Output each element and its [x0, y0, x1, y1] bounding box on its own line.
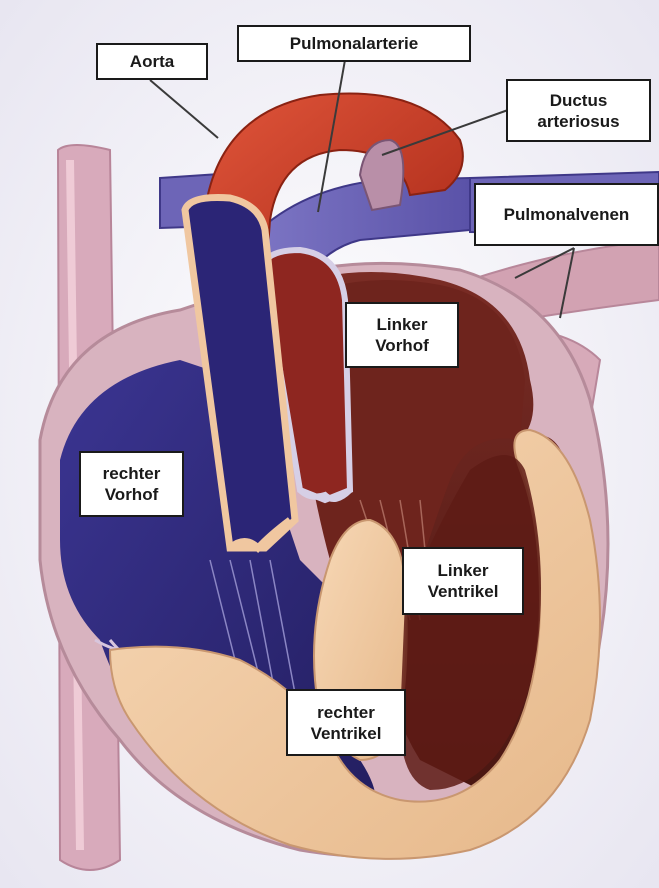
label-rechter-ventrikel-line1: rechter [317, 702, 375, 723]
label-linker-ventrikel-line1: Linker [437, 560, 488, 581]
label-pulmonalvenen-line1: Pulmonalvenen [504, 204, 630, 225]
label-ductus-line2: arteriosus [537, 111, 619, 132]
label-rechter-vorhof-line1: rechter [103, 463, 161, 484]
label-ductus-line1: Ductus [550, 90, 608, 111]
label-linker-vorhof-line2: Vorhof [375, 335, 429, 356]
label-pulmonalarterie: Pulmonalarterie [237, 25, 471, 62]
label-ductus-arteriosus: Ductus arteriosus [506, 79, 651, 142]
label-rechter-ventrikel-line2: Ventrikel [311, 723, 382, 744]
label-linker-ventrikel: Linker Ventrikel [402, 547, 524, 615]
label-rechter-vorhof-line2: Vorhof [105, 484, 159, 505]
label-rechter-ventrikel: rechter Ventrikel [286, 689, 406, 756]
label-linker-vorhof: Linker Vorhof [345, 302, 459, 368]
label-rechter-vorhof: rechter Vorhof [79, 451, 184, 517]
label-aorta-line1: Aorta [130, 51, 174, 72]
label-pulmonalarterie-line1: Pulmonalarterie [290, 33, 419, 54]
label-linker-ventrikel-line2: Ventrikel [428, 581, 499, 602]
label-pulmonalvenen: Pulmonalvenen [474, 183, 659, 246]
label-linker-vorhof-line1: Linker [376, 314, 427, 335]
label-aorta: Aorta [96, 43, 208, 80]
